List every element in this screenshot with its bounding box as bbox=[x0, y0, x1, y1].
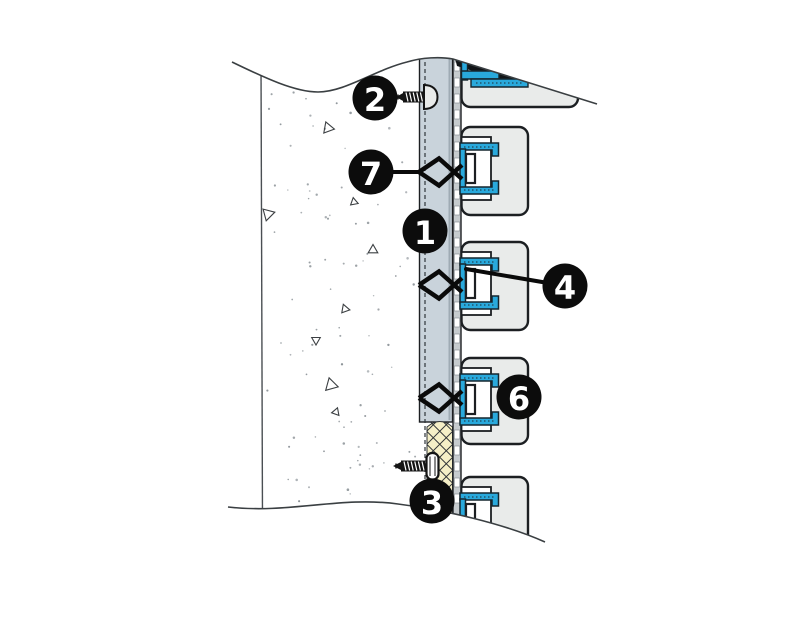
aggregate-triangle bbox=[330, 406, 340, 417]
callout-circle bbox=[542, 263, 588, 309]
concrete-speckles bbox=[266, 77, 417, 503]
clip-profile-web bbox=[459, 379, 467, 420]
callout-6: 6 bbox=[496, 374, 542, 420]
screws bbox=[393, 83, 440, 481]
callout-7: 7 bbox=[348, 149, 394, 195]
clip-carrier-bar bbox=[464, 383, 477, 416]
callout-number: 3 bbox=[421, 484, 443, 522]
callout-number: 6 bbox=[508, 380, 530, 418]
callout-circle bbox=[409, 478, 455, 524]
aggregate-triangle bbox=[349, 196, 360, 206]
callout-circle bbox=[402, 208, 448, 254]
leader-lines bbox=[390, 170, 547, 285]
clip-profile-bottom bbox=[459, 295, 500, 310]
break-lines bbox=[227, 56, 598, 543]
aggregate-triangle bbox=[323, 120, 336, 134]
callout-3: 3 bbox=[409, 478, 455, 524]
callout-circle bbox=[496, 374, 542, 420]
aggregate-triangle bbox=[341, 303, 351, 314]
leader-line bbox=[464, 267, 547, 285]
callouts: 1 2 3 4 6 7 bbox=[348, 75, 588, 524]
fastener-symbols bbox=[417, 155, 464, 415]
clip-profile-bottom bbox=[459, 411, 500, 426]
break-mask-top bbox=[0, 0, 790, 120]
wall-edge-line bbox=[260, 61, 264, 523]
fastener-symbol bbox=[417, 268, 464, 302]
aggregate-triangle bbox=[262, 208, 276, 222]
callout-circle bbox=[348, 149, 394, 195]
aggregate-triangle bbox=[367, 243, 379, 254]
break-line-top bbox=[231, 56, 598, 105]
aggregate-triangles bbox=[262, 120, 379, 417]
anchor-fastener-bottom bbox=[393, 451, 440, 481]
callout-number: 7 bbox=[360, 155, 382, 193]
concrete-wall bbox=[260, 61, 417, 523]
callout-number: 2 bbox=[364, 81, 386, 119]
cladding-panels bbox=[455, 58, 580, 562]
clip-carrier-bar bbox=[464, 152, 477, 185]
break-mask-bottom bbox=[0, 501, 790, 631]
screw-fastener-top bbox=[396, 83, 439, 111]
aggregate-triangle bbox=[310, 336, 322, 347]
callout-circle bbox=[352, 75, 398, 121]
clip-carrier-bar bbox=[464, 267, 477, 300]
callout-4: 4 bbox=[542, 263, 588, 309]
clip-profile-bottom bbox=[459, 180, 500, 195]
callout-1: 1 bbox=[402, 208, 448, 254]
fastener-symbol bbox=[417, 381, 464, 415]
break-line-bottom bbox=[227, 501, 546, 543]
callout-number: 4 bbox=[554, 269, 576, 307]
callout-2: 2 bbox=[352, 75, 398, 121]
callout-number: 1 bbox=[414, 214, 436, 252]
aggregate-triangle bbox=[324, 376, 340, 392]
fastener-symbol bbox=[417, 155, 464, 189]
